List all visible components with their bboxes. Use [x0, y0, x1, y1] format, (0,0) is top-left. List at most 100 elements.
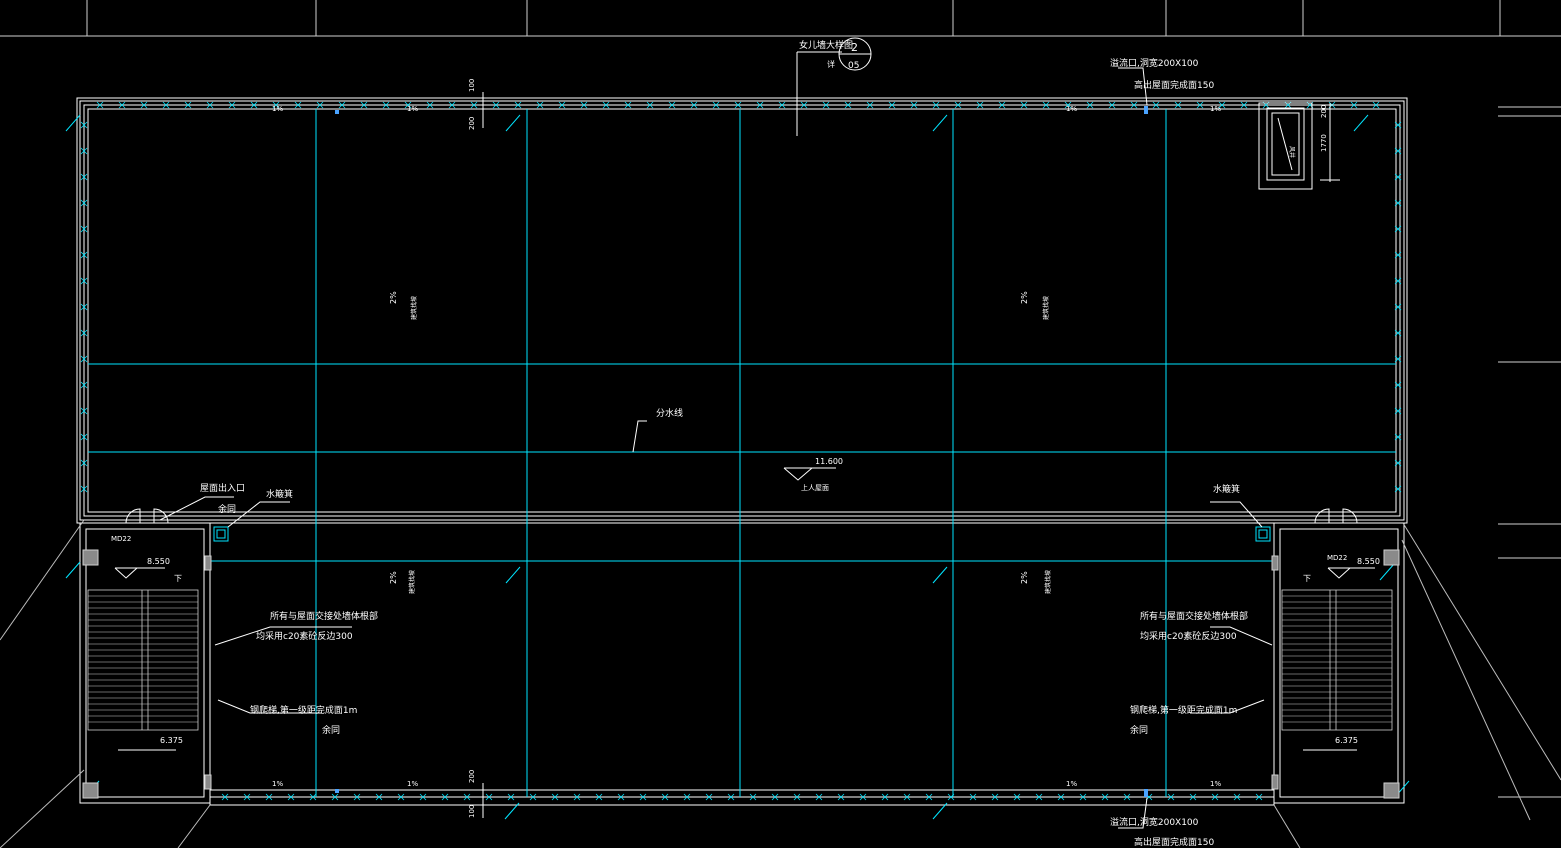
parapet-cross-mark	[595, 793, 603, 801]
perimeter-slope-6: 1%	[407, 780, 418, 788]
perimeter-slope-5: 1%	[272, 780, 283, 788]
parapet-cross-mark	[221, 793, 229, 801]
parapet-cross-mark	[1394, 355, 1402, 363]
parapet-cross-mark	[419, 793, 427, 801]
parapet-cross-mark	[1394, 251, 1402, 259]
slope-sub-3: 建筑找坡	[408, 570, 416, 594]
stair-elev-bottom-left: 6.375	[160, 736, 183, 745]
parapet-cross-mark	[448, 101, 456, 109]
stair-elev-top-right: 8.550	[1357, 557, 1380, 566]
parapet-cross-mark	[1394, 329, 1402, 337]
roof-grid-lines	[88, 109, 1396, 797]
drain-points	[335, 106, 1148, 797]
parapet-cross-mark	[1101, 793, 1109, 801]
parapet-cross-mark	[382, 101, 390, 109]
parapet-cross-mark	[80, 407, 88, 415]
wall-note-left-1: 所有与屋面交接处墙体根部	[270, 610, 378, 622]
perimeter-slope-1: 1%	[272, 105, 283, 113]
parapet-cross-mark	[80, 433, 88, 441]
door-left-label: MD22	[111, 535, 131, 543]
detail-callout-lines	[796, 37, 872, 136]
parapet-cross-mark	[1394, 381, 1402, 389]
parapet-cross-mark	[1255, 793, 1263, 801]
parapet-cross-mark	[1394, 173, 1402, 181]
parapet-cross-mark	[1064, 101, 1072, 109]
roof-exit-sub: 余同	[218, 503, 236, 515]
parapet-cross-mark	[1394, 407, 1402, 415]
dim-shaft-1770: 1770	[1320, 134, 1328, 152]
dim-bottom-200: 200	[468, 770, 476, 783]
parapet-cross-mark	[118, 101, 126, 109]
parapet-cross-mark	[1079, 793, 1087, 801]
parapet-cross-mark	[140, 101, 148, 109]
slope-sub-2: 建筑找坡	[1042, 296, 1050, 320]
parapet-cross-mark	[903, 793, 911, 801]
parapet-cross-mark	[272, 101, 280, 109]
parapet-cross-mark	[580, 101, 588, 109]
parapet-cross-mark	[866, 101, 874, 109]
parapet-cross-mark	[1394, 277, 1402, 285]
parapet-cross-mark	[954, 101, 962, 109]
center-elevation-sub: 上人屋面	[801, 483, 829, 492]
parapet-cross-mark	[910, 101, 918, 109]
dim-top-100: 100	[468, 79, 476, 92]
parapet-cross-mark	[734, 101, 742, 109]
parapet-cross-mark	[316, 101, 324, 109]
parapet-cross-mark	[1108, 101, 1116, 109]
note-leader-lines	[115, 67, 1375, 829]
parapet-cross-mark	[793, 793, 801, 801]
parapet-cross-mark	[492, 101, 500, 109]
parapet-cross-mark	[80, 147, 88, 155]
door-left	[125, 508, 169, 524]
title-callout-number: 2	[851, 41, 858, 54]
parapet-cross-mark	[507, 793, 515, 801]
parapet-cross-mark	[1013, 793, 1021, 801]
stair-down-right: 下	[1303, 574, 1311, 583]
shaft-label: 风井	[1288, 146, 1296, 158]
stair-left	[87, 589, 199, 731]
parapet-cross-mark	[80, 277, 88, 285]
parapet-cross-mark	[1042, 101, 1050, 109]
water-collector-boxes	[213, 526, 1271, 542]
parapet-cross-mark	[998, 101, 1006, 109]
perimeter-slope-7: 1%	[1066, 780, 1077, 788]
slope-label-1: 2%	[389, 291, 398, 304]
parapet-cross-mark	[661, 793, 669, 801]
parapet-cross-mark	[331, 793, 339, 801]
parapet-cross-mark	[1394, 459, 1402, 467]
parapet-cross-mark	[1394, 147, 1402, 155]
parapet-cross-mark	[602, 101, 610, 109]
parapet-cross-mark	[397, 793, 405, 801]
stair-left-treads	[88, 595, 198, 723]
ladder-left-2: 余同	[322, 724, 340, 736]
parapet-cross-mark	[859, 793, 867, 801]
parapet-cross-mark	[184, 101, 192, 109]
parapet-cross-mark	[250, 101, 258, 109]
stair-down-left: 下	[174, 574, 182, 583]
ladder-left-1: 钢爬梯,第一级距完成面1m	[250, 704, 357, 716]
dim-bottom-100: 100	[468, 805, 476, 818]
parapet-cross-mark	[1211, 793, 1219, 801]
parapet-cross-mark	[404, 101, 412, 109]
parapet-cross-mark	[822, 101, 830, 109]
overflow-bottom-note-2: 高出屋面完成面150	[1134, 836, 1214, 848]
title-callout-sub: 详	[827, 59, 835, 69]
slope-label-4: 2%	[1020, 571, 1029, 584]
parapet-cross-mark	[206, 101, 214, 109]
parapet-cross-mark	[80, 485, 88, 493]
parapet-cross-mark	[683, 793, 691, 801]
parapet-cross-mark	[551, 793, 559, 801]
parapet-cross-mark	[80, 199, 88, 207]
slope-sub-4: 建筑找坡	[1044, 570, 1052, 594]
parapet-cross-mark	[80, 303, 88, 311]
parapet-cross-mark	[749, 793, 757, 801]
parapet-cross-mark	[80, 459, 88, 467]
parapet-cross-mark	[1350, 101, 1358, 109]
parapet-cross-mark	[294, 101, 302, 109]
parapet-cross-mark	[514, 101, 522, 109]
parapet-cross-mark	[705, 793, 713, 801]
slope-label-2: 2%	[1020, 291, 1029, 304]
dim-shaft-200: 200	[1320, 105, 1328, 118]
stair-right	[1281, 589, 1393, 731]
parapet-cross-mark	[80, 173, 88, 181]
